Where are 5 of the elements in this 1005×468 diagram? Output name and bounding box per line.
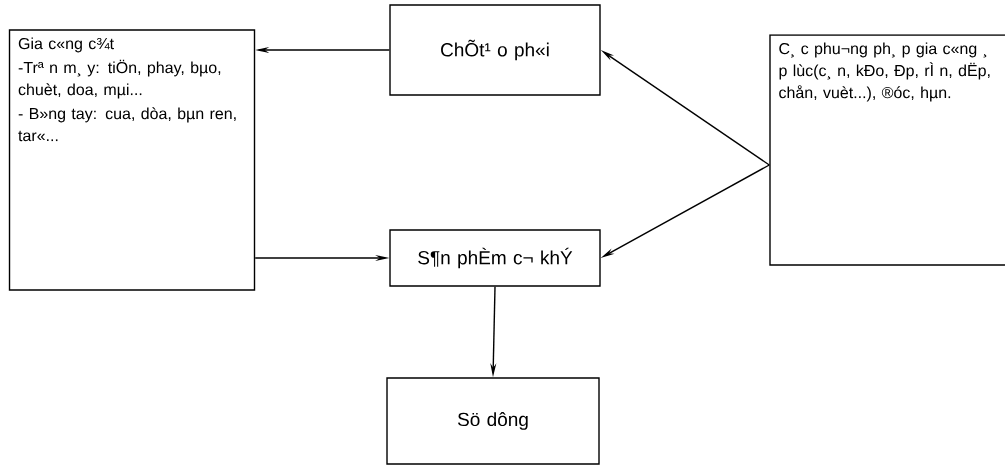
- process-box: Sö dông: [386, 377, 600, 465]
- process-box: Gia c«ng c¾t -Trª n m¸ y: tiÖn, phay, bµo, chuèt, doa, mµi... - B»ng tay: cua, dòa, bµn ren, tar«...: [8, 29, 256, 291]
- process-box: ChÕt¹ o ph«i: [389, 4, 601, 96]
- process-box: S¶n phÈm c¬ khÝ: [389, 229, 601, 287]
- process-box: C¸ c phu¬ng ph¸ p gia c«ng ¸ p lùc(c¸ n, kÐo, Ðp, rÌ n, dËp, chån, vuèt...), ®óc, hµn.: [769, 34, 1005, 266]
